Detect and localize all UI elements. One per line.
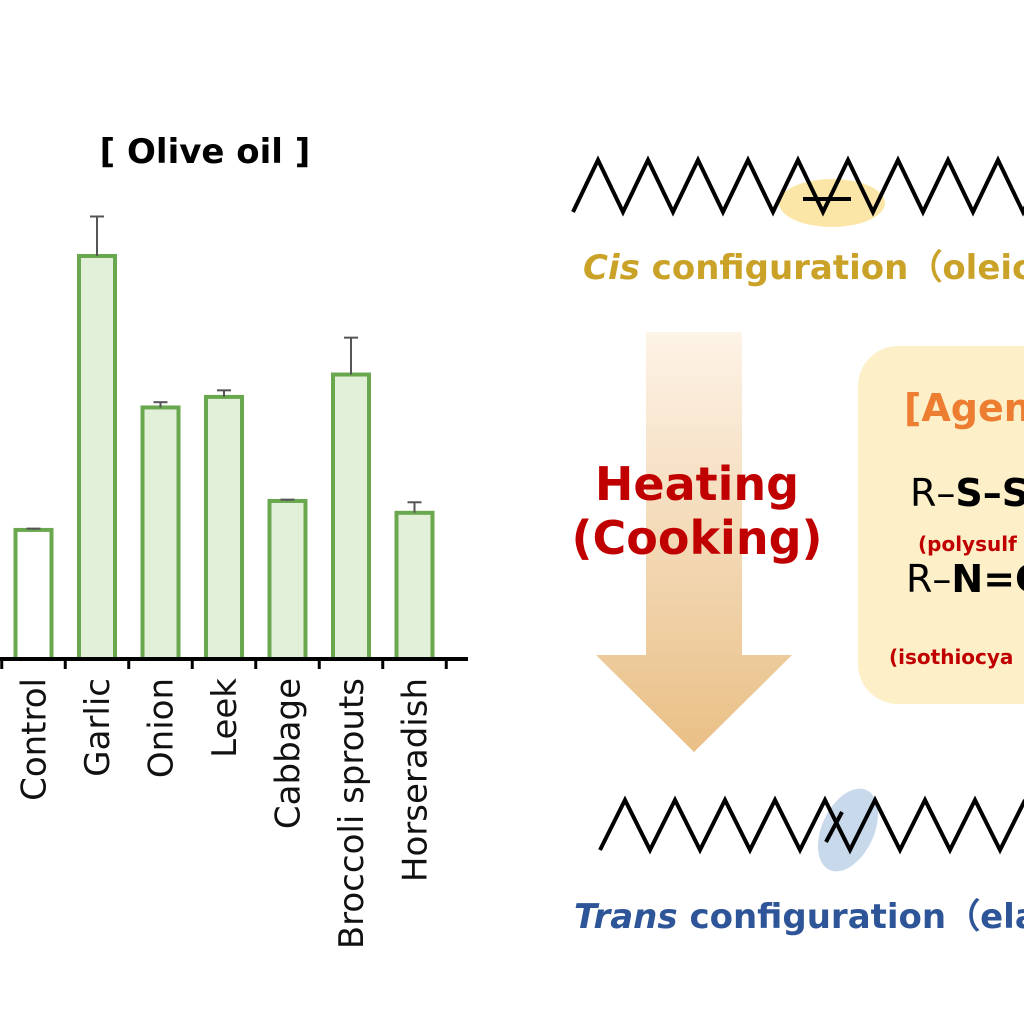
heating-label: Heating — [595, 457, 799, 511]
agent-heading: [Agen — [904, 386, 1024, 430]
x-tick-label: Leek — [205, 678, 245, 758]
bar-control — [13, 527, 54, 662]
bar-onion — [140, 405, 181, 661]
bar-cabbage — [267, 498, 308, 661]
error-bar-onion — [153, 401, 168, 408]
cis-double-bond-highlight — [779, 179, 885, 227]
formula-isothiocyanate: R–N=C — [906, 557, 1024, 601]
bar-leek — [204, 394, 244, 661]
x-tick-label: Garlic — [78, 678, 118, 777]
bar-garlic — [77, 253, 117, 662]
formula1-bold: S–S — [955, 471, 1024, 515]
x-tick-label: Control — [15, 678, 55, 801]
bar-chart: [ Olive oil ] Before heatingControlGarli… — [0, 132, 468, 949]
bar-broccoli-sprouts — [331, 372, 371, 661]
formula2-bold: N=C — [951, 557, 1024, 601]
cis-word: Cis — [583, 248, 640, 288]
bar-group — [13, 253, 435, 662]
agent-box — [858, 346, 1024, 704]
x-tick-group — [0, 659, 448, 669]
chart-title: [ Olive oil ] — [100, 132, 311, 172]
x-tick-label: Broccoli sprouts — [332, 678, 372, 949]
trans-chain-zigzag — [598, 795, 1024, 855]
cis-chain-zigzag — [571, 155, 1024, 217]
x-tick-label-group: Before heatingControlGarlicOnionLeekCabb… — [15, 678, 436, 949]
formula2-r: R– — [906, 557, 951, 601]
error-bar-cabbage — [280, 498, 295, 501]
trans-caption: Trans configuration（ela — [574, 897, 1024, 937]
error-bar-garlic — [90, 215, 104, 256]
x-tick-label: Onion — [142, 678, 182, 778]
x-tick-label: Horseradish — [396, 678, 436, 882]
reaction-diagram: Cis configuration（oleic Heating (Cooking… — [571, 155, 1024, 937]
polysulfide-label: (polysulf — [918, 532, 1017, 556]
cooking-label: (Cooking) — [571, 511, 822, 565]
trans-double-bond-highlight — [817, 788, 879, 872]
error-bar-group — [26, 215, 422, 530]
bar-horseradish — [394, 510, 435, 661]
isothiocyanate-label: (isothiocya — [889, 645, 1013, 669]
x-tick-label: Cabbage — [269, 678, 309, 829]
heating-arrow — [596, 332, 792, 752]
formula1-r: R– — [910, 471, 955, 515]
error-bar-leek — [217, 389, 231, 397]
trans-double-bond-line — [824, 811, 844, 843]
error-bar-control — [26, 527, 41, 530]
trans-word: Trans — [574, 897, 678, 937]
error-bar-horseradish — [407, 501, 422, 513]
error-bar-broccoli-sprouts — [344, 336, 358, 375]
trans-caption-rest: configuration（ela — [678, 897, 1024, 937]
cis-caption: Cis configuration（oleic — [583, 248, 1024, 288]
formula-polysulfide: R–S–S — [910, 471, 1024, 515]
cis-caption-rest: configuration（oleic — [640, 248, 1024, 288]
